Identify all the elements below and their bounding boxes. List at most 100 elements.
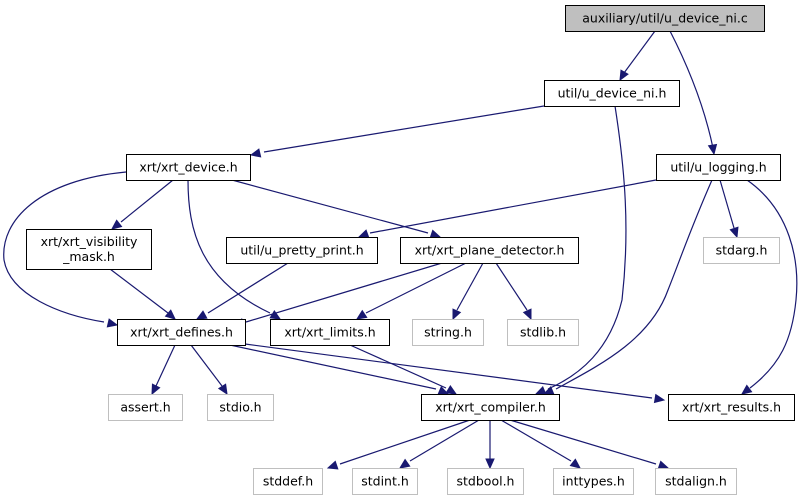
edge-line	[495, 262, 528, 311]
edge-xrt-plane-detector-h-to-stdlib-h	[495, 262, 532, 321]
node-label: util/u_device_ni.h	[558, 86, 667, 101]
node-box	[226, 237, 378, 264]
node-box	[400, 237, 579, 264]
edge-xrt-defines-h-to-xrt-compiler-h	[229, 344, 450, 395]
node-xrt-limits-h[interactable]: xrt/xrt_limits.h	[270, 319, 390, 346]
edge-xrt-plane-detector-h-to-xrt-limits-h	[355, 262, 467, 320]
node-box	[352, 468, 418, 495]
edge-line	[555, 179, 713, 390]
arrowhead-icon	[249, 148, 262, 158]
arrowhead-icon	[653, 393, 666, 404]
arrowhead-icon	[741, 384, 753, 395]
edge-line	[547, 105, 627, 390]
node-xrt-compiler-h[interactable]: xrt/xrt_compiler.h	[421, 394, 560, 421]
node-xrt-plane-detector-h[interactable]: xrt/xrt_plane_detector.h	[400, 237, 579, 264]
arrowhead-icon	[355, 309, 368, 320]
edge-line	[500, 419, 572, 462]
arrowhead-icon	[485, 458, 495, 470]
arrowhead-icon	[707, 143, 718, 156]
edge-u-pretty-print-h-to-xrt-defines-h	[195, 262, 289, 320]
edge-line	[409, 419, 480, 462]
arrowhead-icon	[522, 308, 532, 321]
node-box	[507, 319, 579, 346]
arrowhead-icon	[619, 69, 629, 82]
arrowhead-icon	[357, 229, 370, 239]
edge-xrt-limits-h-to-xrt-compiler-h	[349, 344, 458, 395]
edge-xrt-plane-detector-h-to-string-h	[452, 262, 484, 321]
edge-xrt-device-h-to-xrt-plane-detector-h	[231, 179, 442, 239]
node-label: util/u_logging.h	[670, 160, 766, 175]
edge-line	[339, 419, 471, 465]
edges-layer	[3, 30, 798, 470]
node-label: stdlib.h	[520, 325, 566, 340]
node-label: stddef.h	[263, 474, 313, 489]
nodes-layer: auxiliary/util/u_device_ni.c util/u_devic…	[26, 5, 795, 495]
edge-xrt-plane-detector-h-to-xrt-defines-h	[232, 262, 443, 328]
edge-u-device-ni-h-to-xrt-device-h	[249, 105, 545, 158]
edge-xrt-defines-h-to-stdio-h	[190, 344, 228, 396]
node-u-logging-h[interactable]: util/u_logging.h	[656, 154, 781, 181]
node-label: util/u_pretty_print.h	[240, 243, 363, 258]
node-box	[108, 394, 183, 421]
arrowhead-icon	[195, 310, 208, 320]
edge-line	[746, 179, 798, 389]
node-label: xrt/xrt_device.h	[139, 160, 237, 175]
node-label: xrt/xrt_results.h	[682, 400, 781, 415]
edge-line	[369, 179, 657, 234]
arrowhead-icon	[151, 383, 161, 396]
edge-line	[669, 30, 714, 149]
edge-u-logging-h-to-u-pretty-print-h	[357, 179, 657, 239]
node-label: _mask.h	[62, 249, 115, 264]
arrowhead-icon	[429, 229, 442, 239]
arrowhead-icon	[164, 309, 176, 320]
arrowhead-icon	[452, 308, 462, 321]
node-u-device-ni-h[interactable]: util/u_device_ni.h	[544, 80, 680, 107]
arrowhead-icon	[111, 219, 123, 230]
node-box	[668, 394, 795, 421]
edge-line	[190, 344, 223, 387]
edge-line	[3, 171, 127, 323]
arrowhead-icon	[326, 460, 339, 470]
edge-xrt-compiler-h-to-stddef-h	[326, 419, 471, 470]
node-xrt-defines-h[interactable]: xrt/xrt_defines.h	[117, 319, 246, 346]
edge-line	[719, 179, 735, 229]
arrowhead-icon	[657, 460, 670, 470]
node-box	[412, 319, 484, 346]
edge-line	[349, 344, 447, 389]
edge-xrt-defines-h-to-xrt-results-h	[244, 343, 666, 404]
edge-u-logging-h-to-xrt-results-h	[741, 179, 798, 395]
node-xrt-results-h[interactable]: xrt/xrt_results.h	[668, 394, 795, 421]
node-label: stdint.h	[361, 474, 409, 489]
arrowhead-icon	[106, 318, 119, 328]
edge-line	[120, 179, 174, 223]
node-box	[447, 468, 524, 495]
arrowhead-icon	[398, 458, 411, 469]
edge-xrt-compiler-h-to-stdint-h	[398, 419, 480, 469]
node-box	[553, 468, 634, 495]
edge-line	[109, 268, 169, 314]
edge-line	[231, 179, 429, 234]
arrowhead-icon	[569, 458, 581, 469]
node-stdalign-h: stdalign.h	[655, 468, 737, 495]
node-box	[656, 154, 781, 181]
node-xrt-visibility-mask-h[interactable]: xrt/xrt_visibility_mask.h	[26, 229, 152, 270]
node-string-h: string.h	[412, 319, 484, 346]
node-label: stdio.h	[219, 400, 261, 415]
arrowhead-icon	[729, 226, 739, 239]
node-stdlib-h: stdlib.h	[507, 319, 579, 346]
edge-xrt-visibility-mask-h-to-xrt-defines-h	[109, 268, 176, 320]
node-assert-h: assert.h	[108, 394, 183, 421]
edge-xrt-defines-h-to-assert-h	[151, 344, 176, 396]
edge-u-logging-h-to-xrt-compiler-h	[542, 179, 713, 395]
node-stdarg-h: stdarg.h	[703, 237, 780, 264]
edge-xrt-compiler-h-to-inttypes-h	[500, 419, 581, 469]
node-label: inttypes.h	[562, 474, 625, 489]
node-root[interactable]: auxiliary/util/u_device_ni.c	[565, 5, 765, 32]
node-box	[421, 394, 560, 421]
node-box	[207, 394, 274, 421]
node-label: assert.h	[120, 400, 170, 415]
node-box	[270, 319, 390, 346]
node-box	[26, 229, 152, 270]
node-u-pretty-print-h[interactable]: util/u_pretty_print.h	[226, 237, 378, 264]
node-xrt-device-h[interactable]: xrt/xrt_device.h	[126, 154, 251, 181]
